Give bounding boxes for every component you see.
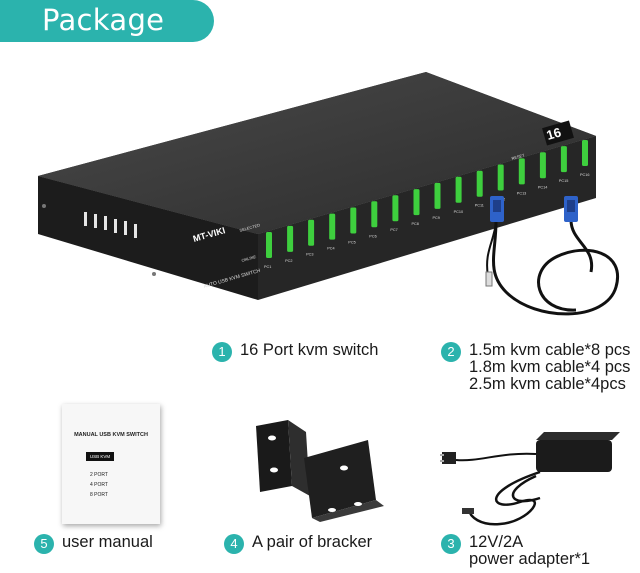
manual-line: 2 PORT [90,472,108,478]
port-led [371,201,378,228]
port-led [266,232,272,258]
item-number-badge: 3 [441,534,461,554]
item-text: 16 Port kvm switch [240,341,379,359]
port-label: PC16 [580,173,590,177]
port-led [560,146,567,173]
item-text: power adapter*1 [469,550,591,568]
port-led [582,140,588,166]
port-label: PC2 [285,259,292,263]
kvm-switch-image: MT-VIKI AUTO USB KVM SWITCH SELECTED ONL… [38,72,596,300]
kvm-reset-label: RESET [511,152,526,161]
item-text: user manual [62,533,153,551]
item-text: 1.5m kvm cable*8 pcs [469,341,631,359]
port-led [329,213,336,240]
power-adapter-image [440,432,620,526]
port-label: PC8 [412,222,419,226]
package-banner: Package [0,0,214,42]
port-led [350,207,357,234]
manual-title: MANUAL USB KVM SWITCH [74,432,148,438]
item-label-bracket: 4 A pair of bracker [224,534,372,554]
item-label-kvm-cable: 2 1.5m kvm cable*8 pcs 1.8m kvm cable*4 … [441,342,630,393]
port-led [455,176,462,203]
item-number-badge: 1 [212,342,232,362]
item-number-badge: 4 [224,534,244,554]
banner-title: Package [42,3,165,37]
kvm-online-label: ONLINE [241,254,257,263]
port-label: PC15 [559,179,569,183]
item-label-kvm-switch: 1 16 Port kvm switch [212,342,378,362]
port-label: PC10 [454,210,464,214]
port-led [413,189,420,216]
port-count-badge: 16 [542,120,574,146]
port-label: PC3 [306,253,313,257]
item-text: 1.8m kvm cable*4 pcs [469,358,631,376]
item-text: 2.5m kvm cable*4pcs [469,375,626,393]
item-text: 12V/2A [469,533,524,551]
mounting-bracket-image [256,420,384,522]
manual-line: 4 PORT [90,482,108,488]
port-led [539,152,546,179]
port-led [518,158,525,185]
port-label: PC6 [369,234,376,238]
port-label: PC7 [390,228,397,232]
user-manual-image: MANUAL USB KVM SWITCH USB KVM 2 PORT 4 P… [62,404,160,524]
port-led [308,219,315,246]
port-led [497,164,504,191]
port-label: PC14 [538,185,548,189]
port-led [434,182,441,209]
item-number-badge: 2 [441,342,461,362]
svg-text:16: 16 [545,124,563,142]
item-number-badge: 5 [34,534,54,554]
kvm-selected-label: SELECTED [239,222,261,233]
port-label: PC11 [475,204,484,208]
item-label-power-adapter: 3 12V/2A power adapter*1 [441,534,590,568]
kvm-cable-image [485,196,620,316]
port-label: PC4 [327,247,334,251]
manual-line: 8 PORT [90,492,108,498]
port-label: PC9 [433,216,440,220]
port-label: PC5 [348,241,355,245]
item-text: A pair of bracker [252,533,373,551]
port-led [476,170,483,197]
manual-badge: USB KVM [86,452,114,461]
port-led [287,225,294,252]
item-label-user-manual: 5 user manual [34,534,153,554]
port-label: PC1 [264,265,271,269]
port-label: PC13 [517,191,527,195]
port-led [392,195,399,222]
